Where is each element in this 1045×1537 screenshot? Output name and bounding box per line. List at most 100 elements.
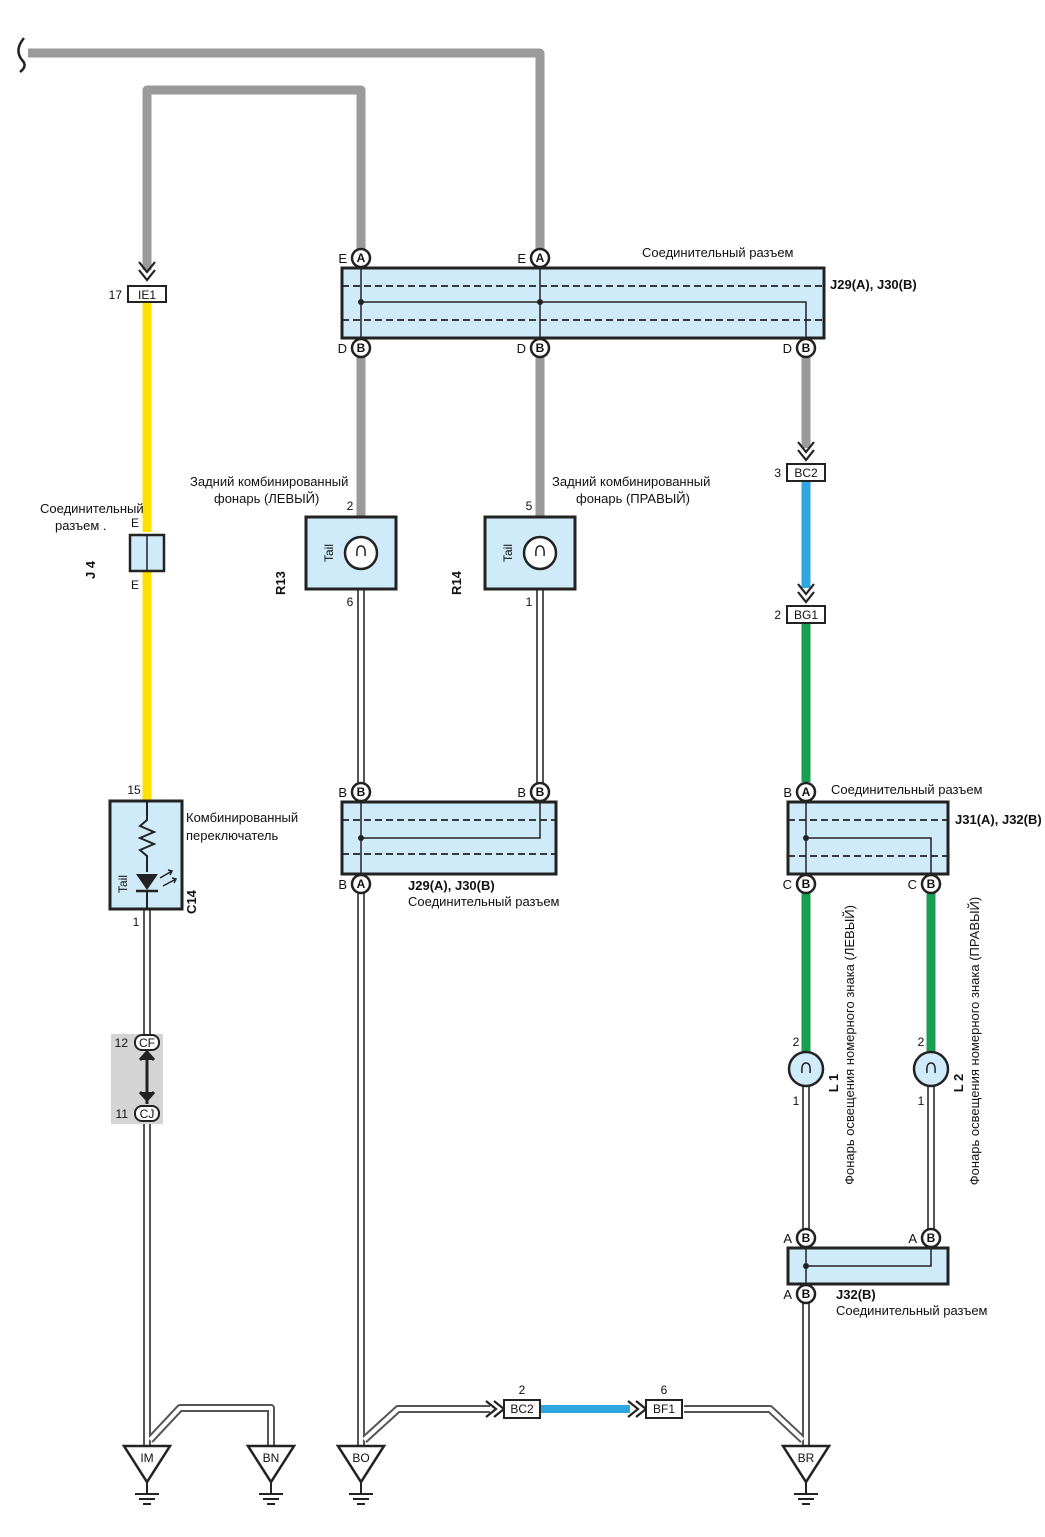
svg-text:BC2: BC2	[794, 466, 818, 480]
terminal-mid-b-1	[350, 781, 372, 803]
terminal-right-b-1	[795, 873, 817, 895]
svg-text:15: 15	[127, 783, 141, 797]
mid-connector-ref: J29(A), J30(B)	[408, 878, 495, 893]
svg-text:Соединительный: Соединительный	[40, 501, 144, 516]
svg-text:2: 2	[918, 1035, 925, 1049]
svg-text:J 4: J 4	[83, 560, 98, 579]
resistor-icon	[137, 801, 157, 872]
svg-text:Фонарь освещения номерного зна: Фонарь освещения номерного знака (ЛЕВЫЙ)	[842, 905, 857, 1185]
tail-lamp-left-r13: Tail 2 6 Задний комбинированный фонарь (…	[190, 474, 398, 609]
svg-text:IE1: IE1	[138, 288, 156, 302]
connector-bc2-bottom: BC2 2	[485, 1383, 541, 1419]
ground-icon	[335, 1444, 387, 1485]
ground-icon	[245, 1444, 297, 1485]
svg-text:B: B	[517, 785, 526, 800]
wire-gray-main	[28, 48, 545, 250]
svg-text:3: 3	[774, 466, 781, 480]
terminal-right-a	[795, 781, 817, 803]
terminal-bottom-b-1	[795, 1227, 817, 1249]
terminal-mid-a	[350, 873, 372, 895]
ground-br: BR	[780, 1444, 832, 1505]
terminal-top-b-1	[350, 337, 372, 359]
terminal-circles	[350, 247, 942, 1305]
svg-text:E: E	[131, 516, 139, 530]
terminal-right-b-2	[920, 873, 942, 895]
license-lamp-left-l1: 2 1 L 1 Фонарь освещения номерного знака…	[787, 905, 857, 1185]
junction-connector-mid	[340, 800, 558, 876]
svg-text:B: B	[338, 877, 347, 892]
svg-text:1: 1	[526, 595, 533, 609]
svg-text:BF1: BF1	[653, 1402, 675, 1416]
svg-text:A: A	[357, 251, 366, 265]
svg-text:B: B	[802, 877, 811, 891]
svg-text:фонарь (ПРАВЫЙ): фонарь (ПРАВЫЙ)	[576, 491, 690, 506]
svg-text:B: B	[783, 785, 792, 800]
svg-text:Фонарь освещения номерного зна: Фонарь освещения номерного знака (ПРАВЫЙ…	[967, 897, 982, 1185]
svg-text:C14: C14	[184, 889, 199, 914]
svg-text:5: 5	[526, 499, 533, 513]
svg-text:D: D	[783, 341, 792, 356]
svg-text:BO: BO	[352, 1451, 369, 1465]
gray-wires-top	[28, 48, 811, 518]
svg-text:CF: CF	[139, 1036, 155, 1050]
svg-text:C: C	[783, 877, 792, 892]
svg-text:A: A	[908, 1231, 917, 1246]
svg-text:B: B	[536, 341, 545, 355]
terminal-top-b-2	[529, 337, 551, 359]
svg-text:D: D	[517, 341, 526, 356]
svg-text:BN: BN	[263, 1451, 280, 1465]
wire-gray-branch	[142, 85, 366, 270]
svg-text:A: A	[357, 877, 366, 891]
svg-text:B: B	[338, 785, 347, 800]
svg-text:2: 2	[519, 1383, 526, 1397]
svg-text:Tail: Tail	[501, 544, 515, 562]
terminal-side-letters: E E D D D B B B B C C A A A	[338, 251, 918, 1302]
terminal-letters: A A B B B B B A A B B B B B	[357, 251, 936, 1301]
ground-im: IM	[121, 1444, 173, 1505]
bottom-connector-label: Соединительный разъем	[836, 1303, 988, 1318]
svg-text:E: E	[131, 578, 139, 592]
svg-text:2: 2	[774, 608, 781, 622]
connector-arrow-icon	[138, 1049, 156, 1103]
svg-text:A: A	[802, 785, 811, 799]
svg-text:E: E	[338, 251, 347, 266]
svg-text:B: B	[927, 1231, 936, 1245]
svg-text:C: C	[908, 877, 917, 892]
terminal-bottom-b-3	[795, 1283, 817, 1305]
tail-lamp-right-r14: Tail 5 1 Задний комбинированный фонарь (…	[449, 474, 710, 609]
svg-text:Задний комбинированный: Задний комбинированный	[552, 474, 710, 489]
combination-switch-c14: Tail 15 1 Комбинированный переключатель …	[108, 783, 298, 929]
svg-text:A: A	[536, 251, 545, 265]
connector-arrow-icon	[797, 441, 815, 462]
svg-text:D: D	[338, 341, 347, 356]
ground-icon	[780, 1444, 832, 1485]
connector-bc2-top: BC2 3	[774, 441, 826, 482]
ground-icon	[121, 1444, 173, 1485]
top-connector-label: Соединительный разъем	[642, 245, 794, 260]
mid-connector-label: Соединительный разъем	[408, 894, 560, 909]
svg-text:E: E	[517, 251, 526, 266]
svg-text:Задний комбинированный: Задний комбинированный	[190, 474, 348, 489]
terminal-mid-b-2	[529, 781, 551, 803]
terminal-bottom-b-2	[920, 1227, 942, 1249]
svg-text:CJ: CJ	[140, 1107, 155, 1121]
svg-text:1: 1	[133, 915, 140, 929]
svg-text:BG1: BG1	[794, 608, 818, 622]
svg-text:17: 17	[109, 288, 123, 302]
connector-cf-cj: CF CJ 12 11	[111, 1034, 163, 1124]
svg-text:A: A	[783, 1287, 792, 1302]
svg-text:1: 1	[918, 1094, 925, 1108]
svg-text:B: B	[802, 1231, 811, 1245]
right-connector-ref: J31(A), J32(B)	[955, 812, 1042, 827]
ground-bo: BO	[335, 1444, 387, 1505]
svg-text:R13: R13	[273, 571, 288, 595]
connector-j4: E E Соединительный разъем . J 4	[40, 501, 166, 592]
connector-arrow-icon	[138, 261, 156, 282]
svg-text:фонарь (ЛЕВЫЙ): фонарь (ЛЕВЫЙ)	[214, 491, 319, 506]
bulb-icon	[787, 1050, 825, 1088]
svg-text:B: B	[357, 785, 366, 799]
svg-text:Tail: Tail	[116, 875, 130, 893]
top-connector-ref: J29(A), J30(B)	[830, 277, 917, 292]
svg-text:A: A	[783, 1231, 792, 1246]
svg-text:2: 2	[793, 1035, 800, 1049]
